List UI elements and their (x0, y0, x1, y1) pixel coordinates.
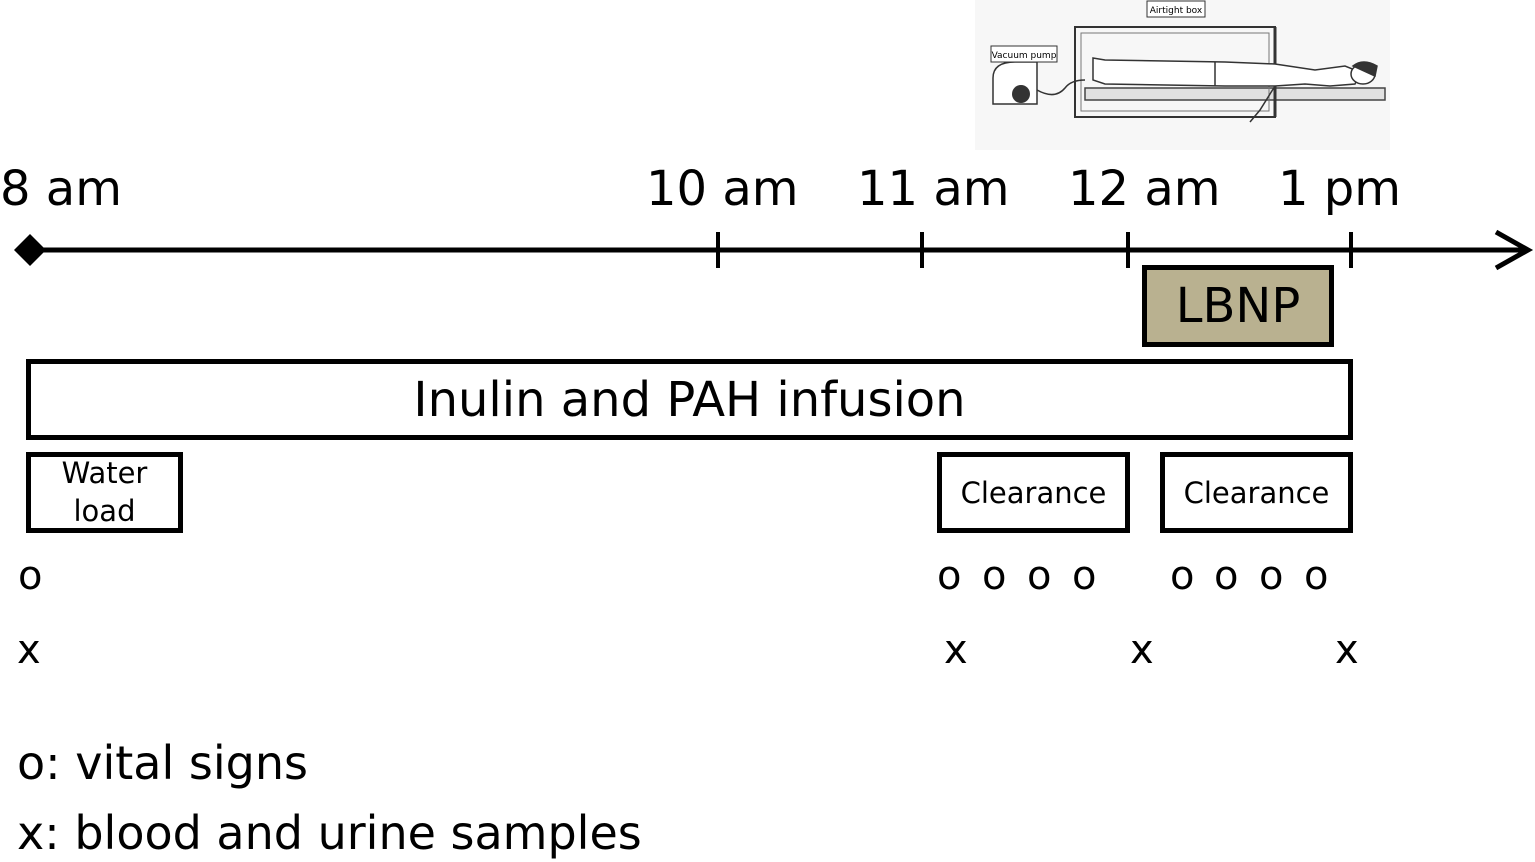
vital-sign-marker: o (1259, 553, 1284, 599)
sample-marker: x (1130, 627, 1154, 673)
vital-sign-marker: o (1072, 553, 1097, 599)
vacuum-pump-label: Vacuum pump (992, 51, 1057, 61)
bed-shape (1084, 87, 1386, 101)
vital-sign-marker: o (1214, 553, 1239, 599)
timeline-arrowhead (1494, 229, 1534, 271)
time-label-11am: 11 am (857, 161, 1010, 217)
vital-sign-marker: o (1304, 553, 1329, 599)
legend-samples: x: blood and urine samples (17, 806, 642, 860)
water-load-label-line1: Water (61, 455, 148, 490)
time-label-10am: 10 am (646, 161, 799, 217)
water-load-box: Water load (26, 452, 183, 533)
airtight-box-label: Airtight box (1150, 6, 1203, 16)
lbnp-box: LBNP (1142, 265, 1334, 347)
clearance-label-2: Clearance (1183, 475, 1330, 510)
lbnp-setup-illustration: Vacuum pump Airtight box (975, 0, 1390, 150)
sample-marker: x (17, 627, 41, 673)
water-load-label-line2: load (73, 493, 136, 528)
vital-sign-marker: o (937, 553, 962, 599)
legend-vital-signs: o: vital signs (17, 736, 308, 790)
clearance-label-1: Clearance (960, 475, 1107, 510)
person-figure (1092, 57, 1378, 123)
timeline-start-diamond (14, 234, 46, 266)
sample-marker: x (1335, 627, 1359, 673)
infusion-label: Inulin and PAH infusion (413, 371, 966, 428)
infusion-bar: Inulin and PAH infusion (26, 359, 1353, 440)
vital-sign-marker: o (1170, 553, 1195, 599)
timeline-axis (14, 229, 1534, 271)
lbnp-label: LBNP (1175, 278, 1301, 334)
vacuum-pump-shape (992, 61, 1086, 105)
time-label-12am: 12 am (1068, 161, 1221, 217)
clearance-box-1: Clearance (937, 452, 1130, 533)
vital-sign-marker: o (982, 553, 1007, 599)
time-label-1pm: 1 pm (1278, 161, 1402, 217)
clearance-box-2: Clearance (1160, 452, 1353, 533)
vital-sign-marker: o (1027, 553, 1052, 599)
time-label-8am: 8 am (0, 161, 122, 217)
sample-marker: x (944, 627, 968, 673)
vital-sign-marker: o (18, 553, 43, 599)
